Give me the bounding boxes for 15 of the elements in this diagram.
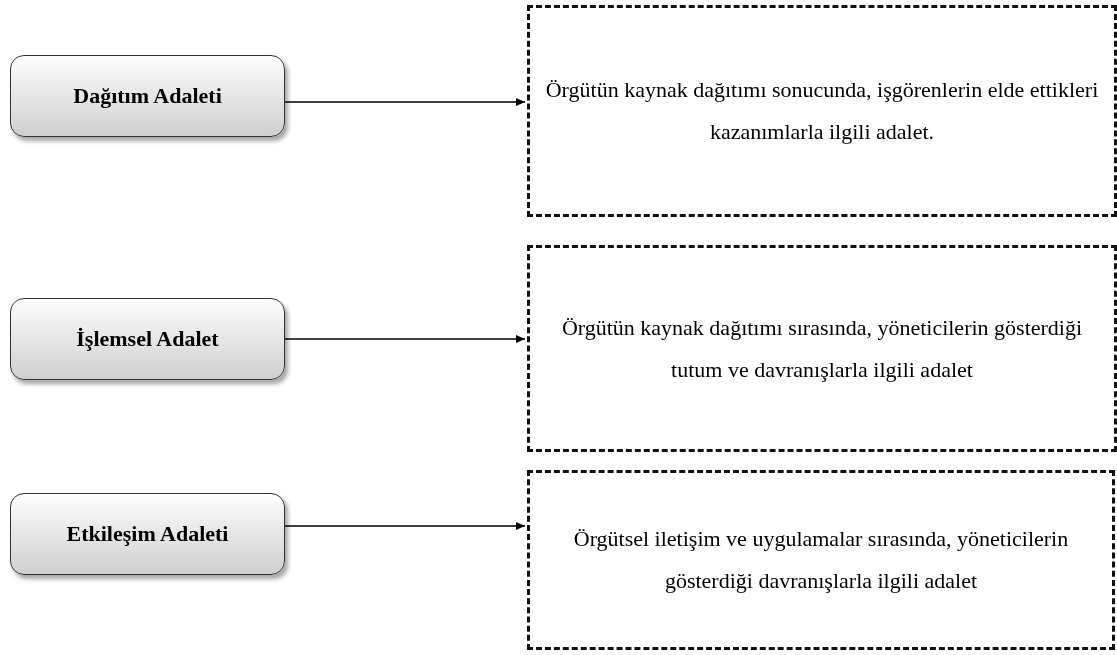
definition-text: Örgütün kaynak dağıtımı sonucunda, işgörenlerin elde ettikleri kazanımlarla ilgili adalet. [544, 76, 1100, 146]
arrow [284, 98, 526, 106]
definition-box [527, 245, 1117, 452]
arrow [284, 335, 526, 343]
concept-label: Dağıtım Adaleti [73, 83, 222, 109]
definition-text: Örgütsel iletişim ve uygulamalar sırasında, yöneticilerin gösterdiği davranışlarla ilgili adalet [572, 525, 1070, 595]
concept-box [10, 55, 285, 137]
concept-label: Etkileşim Adaleti [66, 521, 229, 547]
arrow [284, 522, 526, 530]
definition-text: Örgütün kaynak dağıtımı sırasında, yöneticilerin gösterdiği tutum ve davranışlarla ilgili adalet [560, 313, 1084, 384]
definition-box [527, 5, 1117, 217]
concept-label: İşlemsel Adalet [76, 326, 219, 352]
concept-box [10, 493, 285, 575]
concept-box [10, 298, 285, 380]
definition-box [527, 470, 1115, 650]
